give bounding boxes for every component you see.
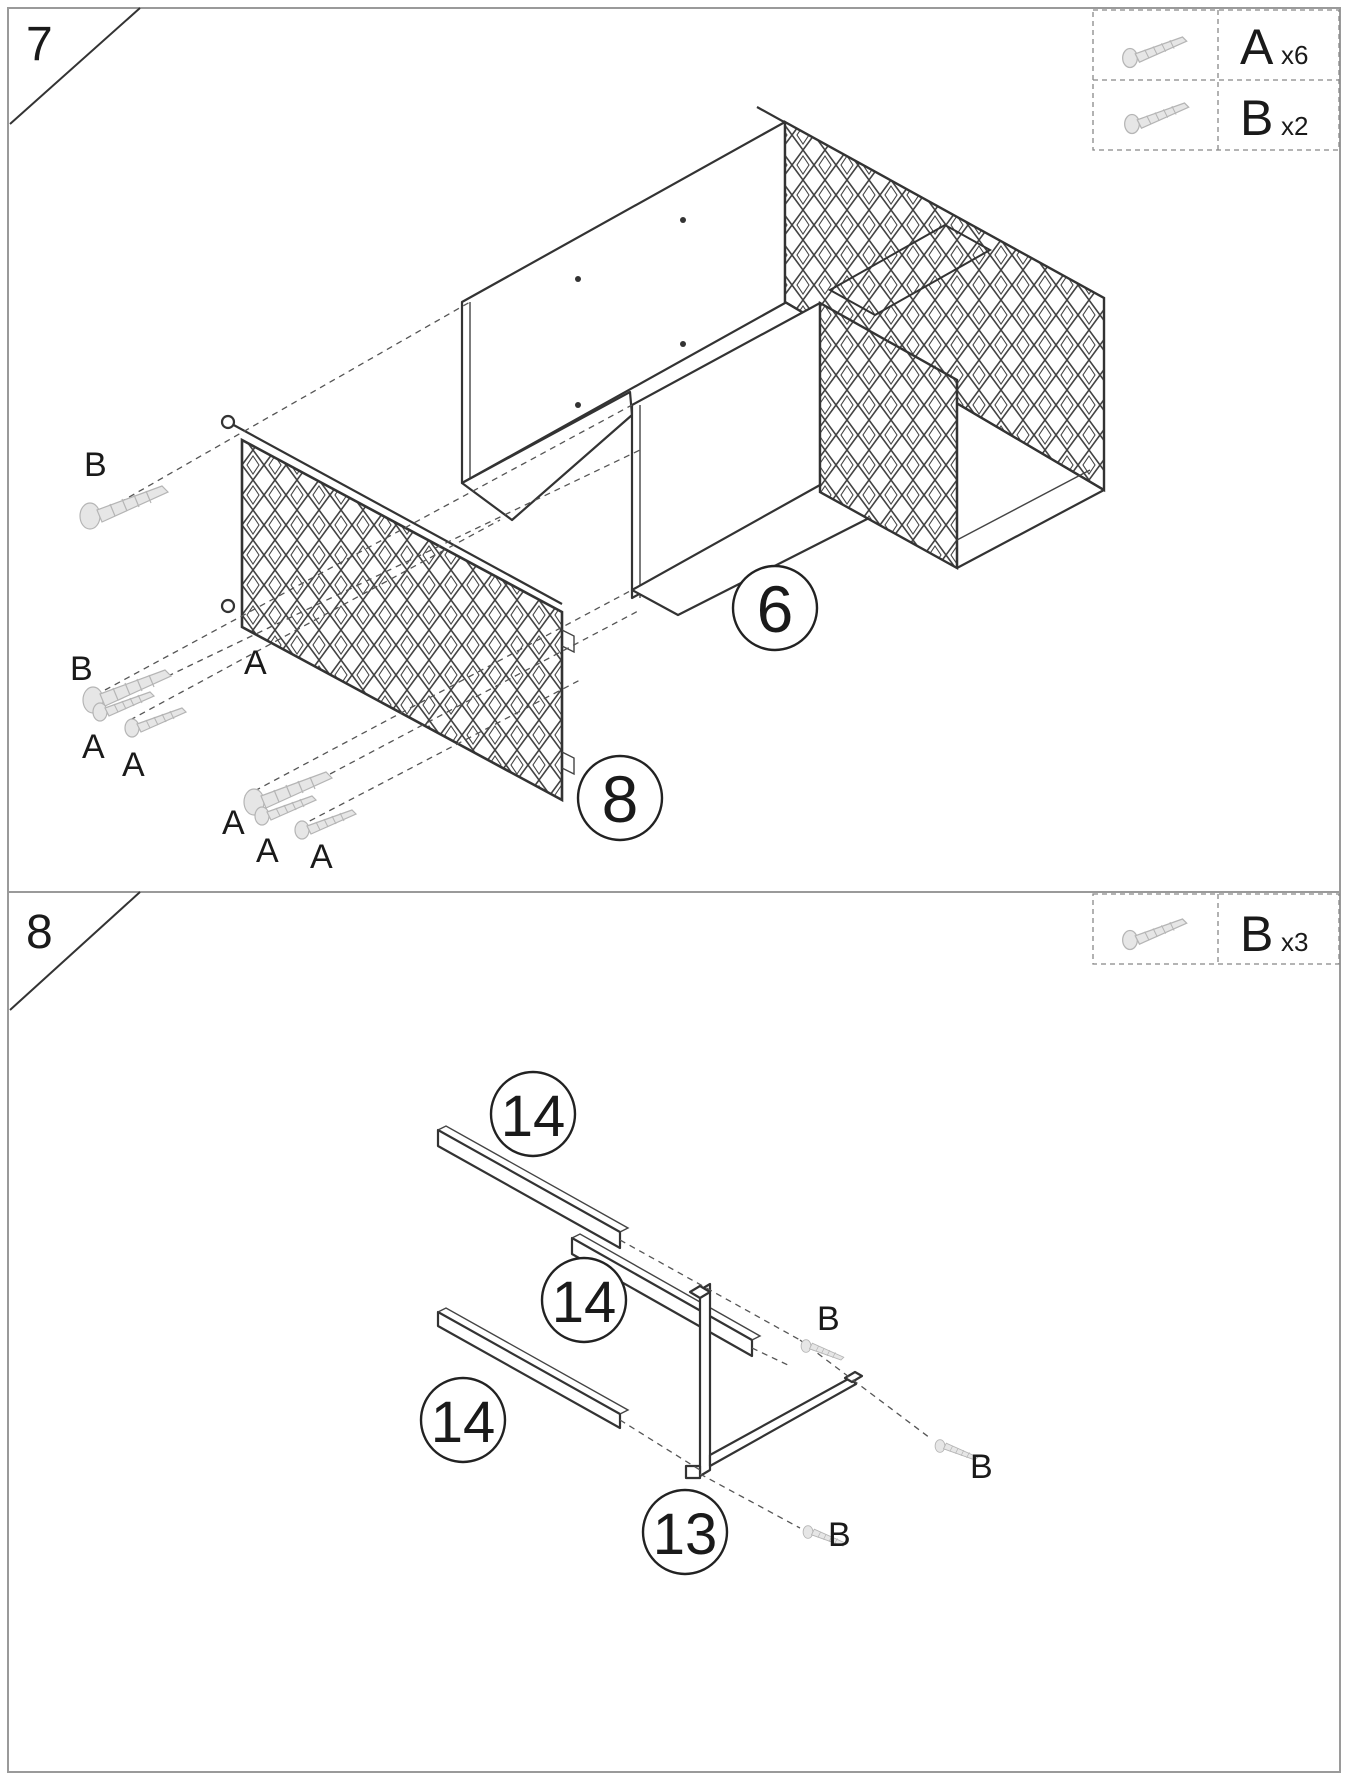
part-callout-circle (540, 1256, 628, 1344)
legend-qty-b: x2 (1281, 111, 1308, 141)
frame-13-bar (708, 1376, 858, 1468)
top-lattice-strip (827, 223, 993, 317)
step-7-corner-slash (9, 7, 141, 125)
screw-icon (124, 707, 187, 738)
step-7-number: 7 (26, 18, 53, 71)
part-callout-6: 6 (757, 572, 794, 646)
legend-letter-b: B (1240, 90, 1273, 146)
step-7-section: 7 A x6 B x2 (7, 7, 1341, 893)
screw-label-b: B (970, 1448, 993, 1486)
rail-14 (436, 1310, 622, 1430)
part-callout-14: 14 (552, 1270, 617, 1335)
screw-icon (79, 485, 169, 530)
screw-icon (294, 809, 357, 840)
part-callout-circle (489, 1070, 577, 1158)
part-callout-circle (576, 754, 664, 842)
step-8-section: 8 B x3 (7, 891, 1341, 1773)
part-callout-14: 14 (431, 1390, 496, 1455)
screw-icon (1122, 36, 1188, 69)
screw-icon (1124, 102, 1190, 135)
screw-label-a: A (256, 832, 279, 870)
part-callout-8: 8 (602, 762, 639, 836)
rail-14 (436, 1128, 622, 1250)
part-callout-circle (641, 1488, 729, 1576)
step-8-number: 8 (26, 906, 53, 959)
legend-qty-b: x3 (1281, 927, 1308, 957)
legend-qty-a: x6 (1281, 40, 1308, 70)
screw-icon (1122, 918, 1188, 951)
step-8-hardware-legend: B x3 (1092, 893, 1340, 965)
cabinet-assembly-drawing (104, 106, 1106, 827)
screw-label-b: B (70, 650, 93, 688)
screw-label-a: A (122, 746, 145, 784)
legend-letter-a: A (1240, 19, 1274, 75)
step-8-corner-slash (9, 891, 141, 1011)
legend-letter-b: B (1240, 906, 1273, 962)
step-7-hardware-legend: A x6 B x2 (1092, 9, 1340, 151)
screw-label-a: A (222, 804, 245, 842)
screw-label-a: A (244, 644, 267, 682)
screw-label-b: B (828, 1516, 851, 1554)
screw-label-a: A (82, 728, 105, 766)
step-8-frame (7, 891, 1341, 1773)
screw-label-a: A (310, 838, 333, 876)
screw-label-b: B (84, 446, 107, 484)
screw-icon (800, 1339, 845, 1361)
front-panel-8 (240, 437, 564, 803)
part-callout-14: 14 (501, 1084, 566, 1149)
part-callout-13: 13 (653, 1502, 718, 1567)
part-callout-circle (419, 1376, 507, 1464)
frame-13-post (698, 1282, 712, 1478)
screw-label-b: B (817, 1300, 840, 1338)
part-callout-circle (731, 564, 819, 652)
metal-frame-drawing (436, 1125, 931, 1529)
